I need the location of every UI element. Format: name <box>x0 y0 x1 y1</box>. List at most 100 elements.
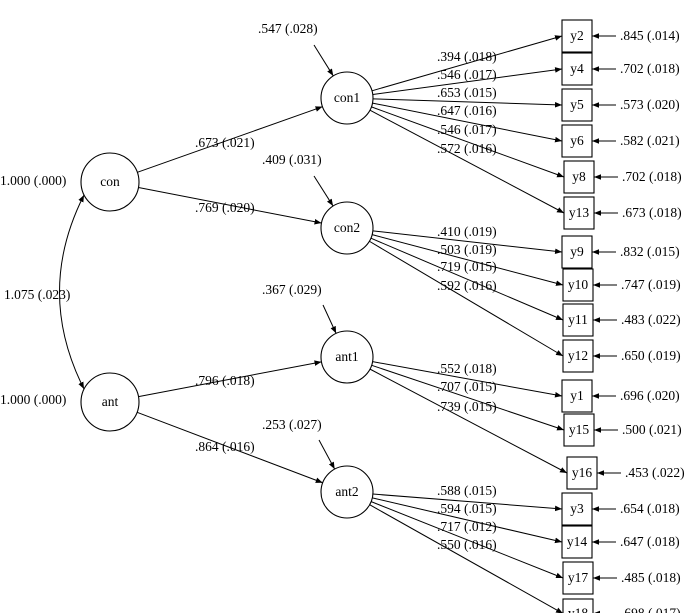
loading-ant1-y16-arrow <box>369 368 568 474</box>
loading-ant2-y14-arrow <box>372 497 563 544</box>
indicator-y11-box <box>562 303 594 337</box>
loading-con1-y8-arrow <box>371 106 565 178</box>
loading-y15-value: .707 (.015) <box>437 379 497 394</box>
indicator-y9-label: y9 <box>570 244 584 259</box>
error-y4-value: .702 (.018) <box>620 61 680 76</box>
correlation-con-ant-arc <box>59 194 85 390</box>
error-y16-value: .453 (.022) <box>625 465 685 480</box>
factor-con1-circle <box>320 71 374 125</box>
indicator-y2-box <box>561 19 593 53</box>
factor-ant2-label: ant2 <box>335 484 358 499</box>
indicator-y18-label: y18 <box>568 606 589 613</box>
loading-y9-value: .410 (.019) <box>437 224 497 239</box>
factor-ant-circle <box>80 372 140 432</box>
residual-con2-value: .409 (.031) <box>262 152 322 167</box>
loading-y16-value: .739 (.015) <box>437 399 497 414</box>
residual-ant2-arrow <box>318 439 336 470</box>
loading-ant2-y3-arrow <box>372 493 563 512</box>
path-ant-to-ant2 <box>136 411 323 484</box>
indicator-y4-box <box>561 52 593 86</box>
factor-con-circle <box>80 152 140 212</box>
loading-ant2-y18-arrow <box>369 504 564 613</box>
error-y1-value: .696 (.020) <box>620 388 680 403</box>
loading-con2-y10-arrow <box>372 234 564 286</box>
error-y3-value: .654 (.018) <box>620 501 680 516</box>
loading-y1-value: .552 (.018) <box>437 361 497 376</box>
error-y10-value: .747 (.019) <box>621 277 681 292</box>
indicator-y8-label: y8 <box>572 169 586 184</box>
residual-con1-value: .547 (.028) <box>258 21 318 36</box>
indicator-y3-box <box>561 492 593 526</box>
loading-y17-value: .717 (.012) <box>437 519 497 534</box>
loading-y2-value: .394 (.018) <box>437 49 497 64</box>
error-y8-value: .702 (.018) <box>622 169 682 184</box>
factor-con-label: con <box>100 174 120 189</box>
indicator-y12-box <box>562 339 594 373</box>
error-y12-value: .650 (.019) <box>621 348 681 363</box>
loading-con1-y13-arrow <box>369 109 565 214</box>
loading-con1-y4-arrow <box>372 67 563 96</box>
loading-y12-value: .592 (.016) <box>437 278 497 293</box>
indicator-y15-box <box>563 413 595 447</box>
loading-con1-y6-arrow <box>372 102 563 143</box>
indicator-y10-box <box>562 268 594 302</box>
factor-ant1-label: ant1 <box>335 349 358 364</box>
loading-ant2-y17-arrow <box>370 501 564 579</box>
error-y9-value: .832 (.015) <box>620 244 680 259</box>
loading-ant1-y1-arrow <box>372 361 563 398</box>
indicator-y17-label: y17 <box>568 570 589 585</box>
residual-con1-arrow <box>313 44 334 77</box>
error-y18-value: .698 (.017) <box>621 606 681 613</box>
error-y5-value: .573 (.020) <box>620 97 680 112</box>
loading-y11-value: .719 (.015) <box>437 259 497 274</box>
loading-y18-value: .550 (.016) <box>437 537 497 552</box>
indicator-y17-box <box>562 561 594 595</box>
factor-con-variance: 1.000 (.000) <box>0 173 66 188</box>
indicator-y6-label: y6 <box>570 133 584 148</box>
path-ant-to-ant1 <box>138 360 322 398</box>
path-ant1-coefficient: .796 (.018) <box>195 373 255 388</box>
loading-con2-y9-arrow <box>372 230 563 255</box>
loading-y8-value: .546 (.017) <box>437 122 497 137</box>
indicator-y6-box <box>561 124 593 158</box>
residual-ant1-arrow <box>322 304 337 334</box>
correlation-con-ant-label: 1.075 (.023) <box>4 287 70 302</box>
path-ant2-coefficient: .864 (.016) <box>195 439 255 454</box>
factor-ant1-circle <box>320 330 374 384</box>
loading-y6-value: .647 (.016) <box>437 103 497 118</box>
indicator-y13-label: y13 <box>569 205 590 220</box>
error-y13-value: .673 (.018) <box>622 205 682 220</box>
error-y11-value: .483 (.022) <box>621 312 681 327</box>
path-con-to-con1 <box>137 106 323 173</box>
loading-y4-value: .546 (.017) <box>437 67 497 82</box>
indicator-y10-label: y10 <box>568 277 589 292</box>
indicator-y14-box <box>561 525 593 559</box>
indicator-y4-label: y4 <box>570 61 584 76</box>
loading-ant1-y15-arrow <box>371 364 565 431</box>
loading-y10-value: .503 (.019) <box>437 242 497 257</box>
loading-con2-y11-arrow <box>370 237 564 321</box>
loading-con1-y2-arrow <box>371 35 563 92</box>
edges-layer <box>59 33 621 613</box>
indicator-y5-label: y5 <box>570 97 584 112</box>
indicator-y9-box <box>561 235 593 269</box>
residual-ant1-value: .367 (.029) <box>262 282 322 297</box>
loading-y13-value: .572 (.016) <box>437 141 497 156</box>
residual-ant2-value: .253 (.027) <box>262 417 322 432</box>
factor-ant-variance: 1.000 (.000) <box>0 392 66 407</box>
indicator-y16-box <box>566 456 598 490</box>
indicator-y2-label: y2 <box>570 28 584 43</box>
error-y15-value: .500 (.021) <box>622 422 682 437</box>
factor-con1-label: con1 <box>334 90 360 105</box>
error-y17-value: .485 (.018) <box>621 570 681 585</box>
factor-con2-label: con2 <box>334 220 360 235</box>
loading-y3-value: .588 (.015) <box>437 483 497 498</box>
error-y14-value: .647 (.018) <box>620 534 680 549</box>
factor-ant-label: ant <box>102 394 119 409</box>
indicator-y18-box <box>562 598 594 613</box>
nodes-layer: conantcon1y2y4y5y6y8y13con2y9y10y11y12an… <box>80 19 598 613</box>
indicator-y14-label: y14 <box>567 534 588 549</box>
indicator-y1-label: y1 <box>570 388 584 403</box>
path-con1-coefficient: .673 (.021) <box>195 135 255 150</box>
